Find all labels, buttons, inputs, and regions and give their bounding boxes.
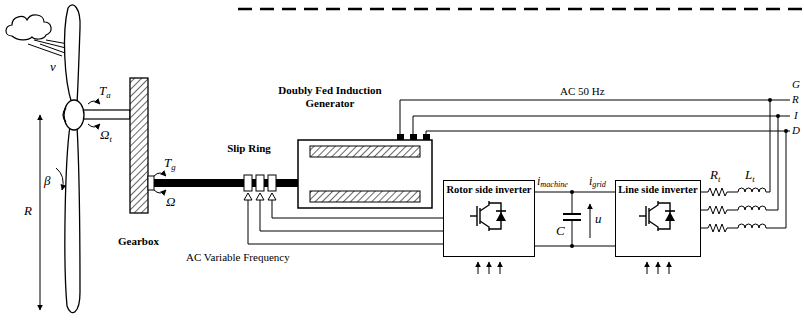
igbt-diode-symbol [467,200,511,232]
blade [65,5,81,104]
stator [310,191,420,202]
line-filter [701,188,766,232]
speed-arrow [88,124,100,127]
part-name: Gearbox [118,236,159,247]
capacitor-symbol: C [556,224,565,237]
pitch-symbol: β [44,174,50,187]
wind-speed-symbol: v [50,60,56,73]
node-text: Doubly Fed Induction Generator [272,84,388,109]
cloud [6,15,51,40]
speed-symbol: Ω [166,195,175,208]
dc-link [535,192,615,246]
grid-letter: R [792,94,799,105]
radius-arrow [40,115,41,310]
high-speed-shaft [154,179,300,187]
torque-symbol: Tg [164,156,176,171]
blade [65,126,80,313]
current-symbol: imachine [537,175,568,190]
signal-name: AC Variable Frequency [186,252,290,263]
control-arrows [478,262,669,274]
igbt-diode-symbol [636,200,680,232]
slip-ring [244,175,276,200]
generator-housing [298,140,432,208]
inductor-symbol: Lt [745,168,755,183]
current-symbol: igrid [589,175,606,190]
hub [64,100,84,130]
grid-letter: G [792,79,800,90]
wind-lines [28,40,68,56]
rotor-inverter-box: Rotor side inverter [443,180,535,257]
speed-arrow [154,190,166,193]
node-text: Line side inverter [618,184,698,196]
generator-heading: Doubly Fed Induction Generator [272,84,388,109]
torque-symbol: Ta [99,84,111,99]
grid-frequency: AC 50 Hz [560,86,605,97]
pitch-arrow [56,168,63,190]
gearbox [130,78,148,213]
resistor-symbol: Rt [710,168,720,183]
line-inverter-box: Line side inverter [615,180,701,257]
dashed-boundary [238,8,804,11]
grid-letter: I [794,110,798,121]
grid-letter: D [792,125,800,136]
speed-symbol: Ωt [100,128,112,143]
torque-arrow [154,173,166,176]
part-name: Slip Ring [226,142,272,155]
voltage-symbol: u [595,212,602,225]
stator [310,146,420,157]
torque-arrow [88,101,100,104]
low-speed-shaft [82,110,130,119]
radius-symbol: R [24,204,32,217]
stator-terminals [397,134,430,140]
node-text: Rotor side inverter [446,184,532,196]
dc-link-wire [535,192,615,193]
